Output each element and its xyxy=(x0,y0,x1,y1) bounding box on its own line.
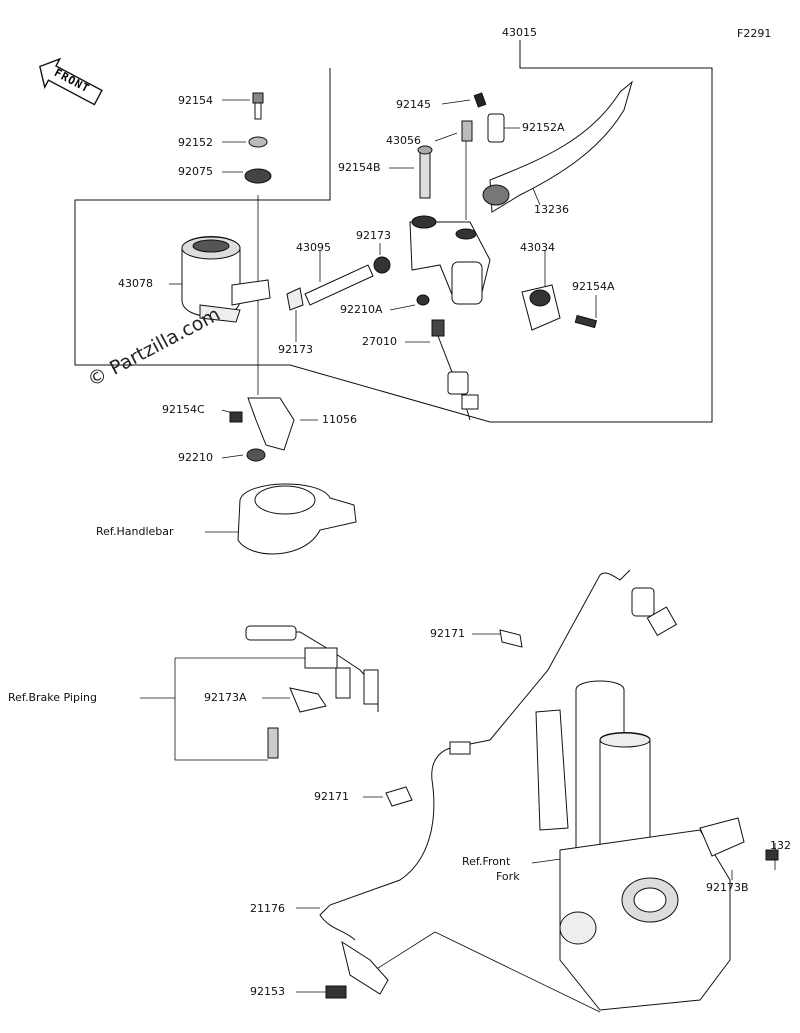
front-arrow-icon xyxy=(39,57,103,106)
brake-piping xyxy=(245,625,379,759)
part-label[interactable]: 43095 xyxy=(296,241,331,254)
part-label[interactable]: 132 xyxy=(770,839,791,852)
part-label[interactable]: 92173 xyxy=(356,229,391,242)
figure-code: F2291 xyxy=(737,27,772,40)
front-direction-indicator: FRONT xyxy=(29,48,110,116)
assembly-frame xyxy=(74,40,713,423)
part-label[interactable]: 92210A xyxy=(340,303,383,316)
part-label[interactable]: 43034 xyxy=(520,241,555,254)
abs-sensor xyxy=(319,569,678,999)
part-label[interactable]: 92075 xyxy=(178,165,213,178)
part-label[interactable]: 92154 xyxy=(178,94,213,107)
part-label[interactable]: 43015 xyxy=(502,26,537,39)
part-label[interactable]: 92173A xyxy=(204,691,247,704)
part-label[interactable]: 21176 xyxy=(250,902,285,915)
master-cylinder xyxy=(409,92,505,305)
reference-label[interactable]: Fork xyxy=(496,870,520,883)
reference-label[interactable]: Ref.Front xyxy=(462,855,511,868)
part-label[interactable]: 92152 xyxy=(178,136,213,149)
part-label[interactable]: 92152A xyxy=(522,121,565,134)
reservoir xyxy=(181,236,271,323)
part-label[interactable]: 92173 xyxy=(278,343,313,356)
part-label[interactable]: 11056 xyxy=(322,413,357,426)
part-label[interactable]: 92173B xyxy=(706,881,749,894)
part-label[interactable]: 13236 xyxy=(534,203,569,216)
front-fork xyxy=(535,680,779,1011)
part-label[interactable]: 92153 xyxy=(250,985,285,998)
brake-switch xyxy=(416,294,479,421)
part-label[interactable]: 92171 xyxy=(314,790,349,803)
part-label[interactable]: 92154B xyxy=(338,161,381,174)
part-label[interactable]: 92171 xyxy=(430,627,465,640)
leader-lines xyxy=(140,99,776,1013)
part-label[interactable]: 92154A xyxy=(572,280,615,293)
bracket-and-handlebar xyxy=(229,397,357,555)
part-label[interactable]: 43056 xyxy=(386,134,421,147)
brake-lever xyxy=(482,80,633,213)
reference-label[interactable]: Ref.Handlebar xyxy=(96,525,174,538)
reservoir-cap-bolts xyxy=(244,92,272,184)
part-label[interactable]: 92145 xyxy=(396,98,431,111)
reservoir-hose xyxy=(286,256,391,311)
part-label[interactable]: 92154C xyxy=(162,403,205,416)
part-label[interactable]: 92210 xyxy=(178,451,213,464)
part-label[interactable]: 43078 xyxy=(118,277,153,290)
lever-clamp xyxy=(521,284,598,331)
part-label[interactable]: 27010 xyxy=(362,335,397,348)
reference-label[interactable]: Ref.Brake Piping xyxy=(8,691,97,704)
